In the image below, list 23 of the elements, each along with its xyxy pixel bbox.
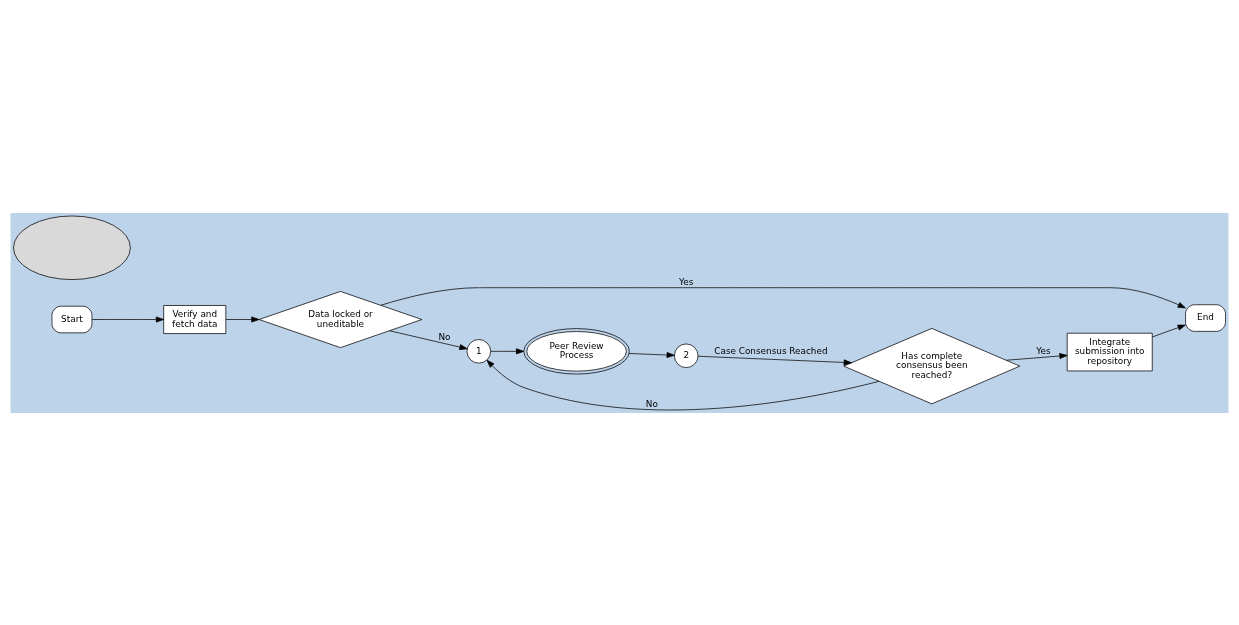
arrow — [91, 316, 165, 322]
node-circle: 2 — [674, 343, 699, 368]
node-box: Start — [51, 305, 93, 333]
arrow — [486, 359, 880, 410]
node-box: Integrate submission into repository — [1066, 332, 1153, 371]
node-circle: 1 — [466, 338, 491, 364]
node-box: End — [1185, 303, 1226, 332]
edge-label: No — [645, 398, 658, 409]
arrow — [380, 286, 1186, 308]
node-cloud — [13, 215, 131, 280]
node-box: Verify and fetch data — [163, 304, 227, 334]
arrow — [225, 316, 260, 322]
arrow — [1005, 352, 1068, 361]
arrow — [490, 347, 525, 354]
edge-label: Case Consensus Reached — [714, 345, 828, 356]
edge-label: No — [438, 331, 451, 342]
edge-label: Yes — [1036, 345, 1051, 356]
arrow — [1152, 324, 1186, 337]
arrow — [697, 355, 852, 365]
arrow — [628, 351, 675, 358]
arrow — [389, 329, 468, 350]
edge-label: Yes — [679, 276, 694, 287]
node-diamond: Data locked or uneditable — [258, 290, 423, 348]
